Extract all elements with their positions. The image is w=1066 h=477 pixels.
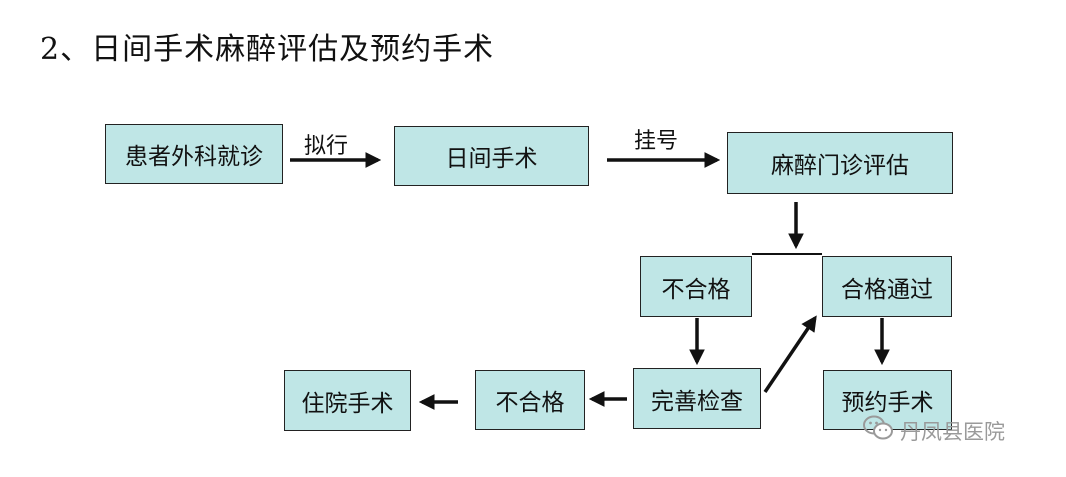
node-complete-checks: 完善检查 <box>633 368 761 429</box>
wechat-icon <box>862 414 894 447</box>
edge-label-propose: 拟行 <box>304 134 349 159</box>
watermark: 丹凤县医院 <box>862 414 1005 447</box>
watermark-text: 丹凤县医院 <box>900 419 1005 444</box>
node-day-surgery: 日间手术 <box>394 126 589 186</box>
node-inpatient-surgery: 住院手术 <box>284 370 411 431</box>
node-schedule-surgery: 预约手术 <box>823 370 952 430</box>
node-patient-visit: 患者外科就诊 <box>105 124 283 184</box>
arrow-checks-to-pass <box>763 315 817 393</box>
page-title: 2、日间手术麻醉评估及预约手术 <box>40 32 495 67</box>
node-anesthesia-eval: 麻醉门诊评估 <box>727 132 953 194</box>
node-unqualified-top: 不合格 <box>640 256 752 317</box>
edge-label-register: 挂号 <box>634 129 679 154</box>
node-qualified-pass: 合格通过 <box>822 256 952 317</box>
node-unqualified-bottom: 不合格 <box>475 370 585 430</box>
